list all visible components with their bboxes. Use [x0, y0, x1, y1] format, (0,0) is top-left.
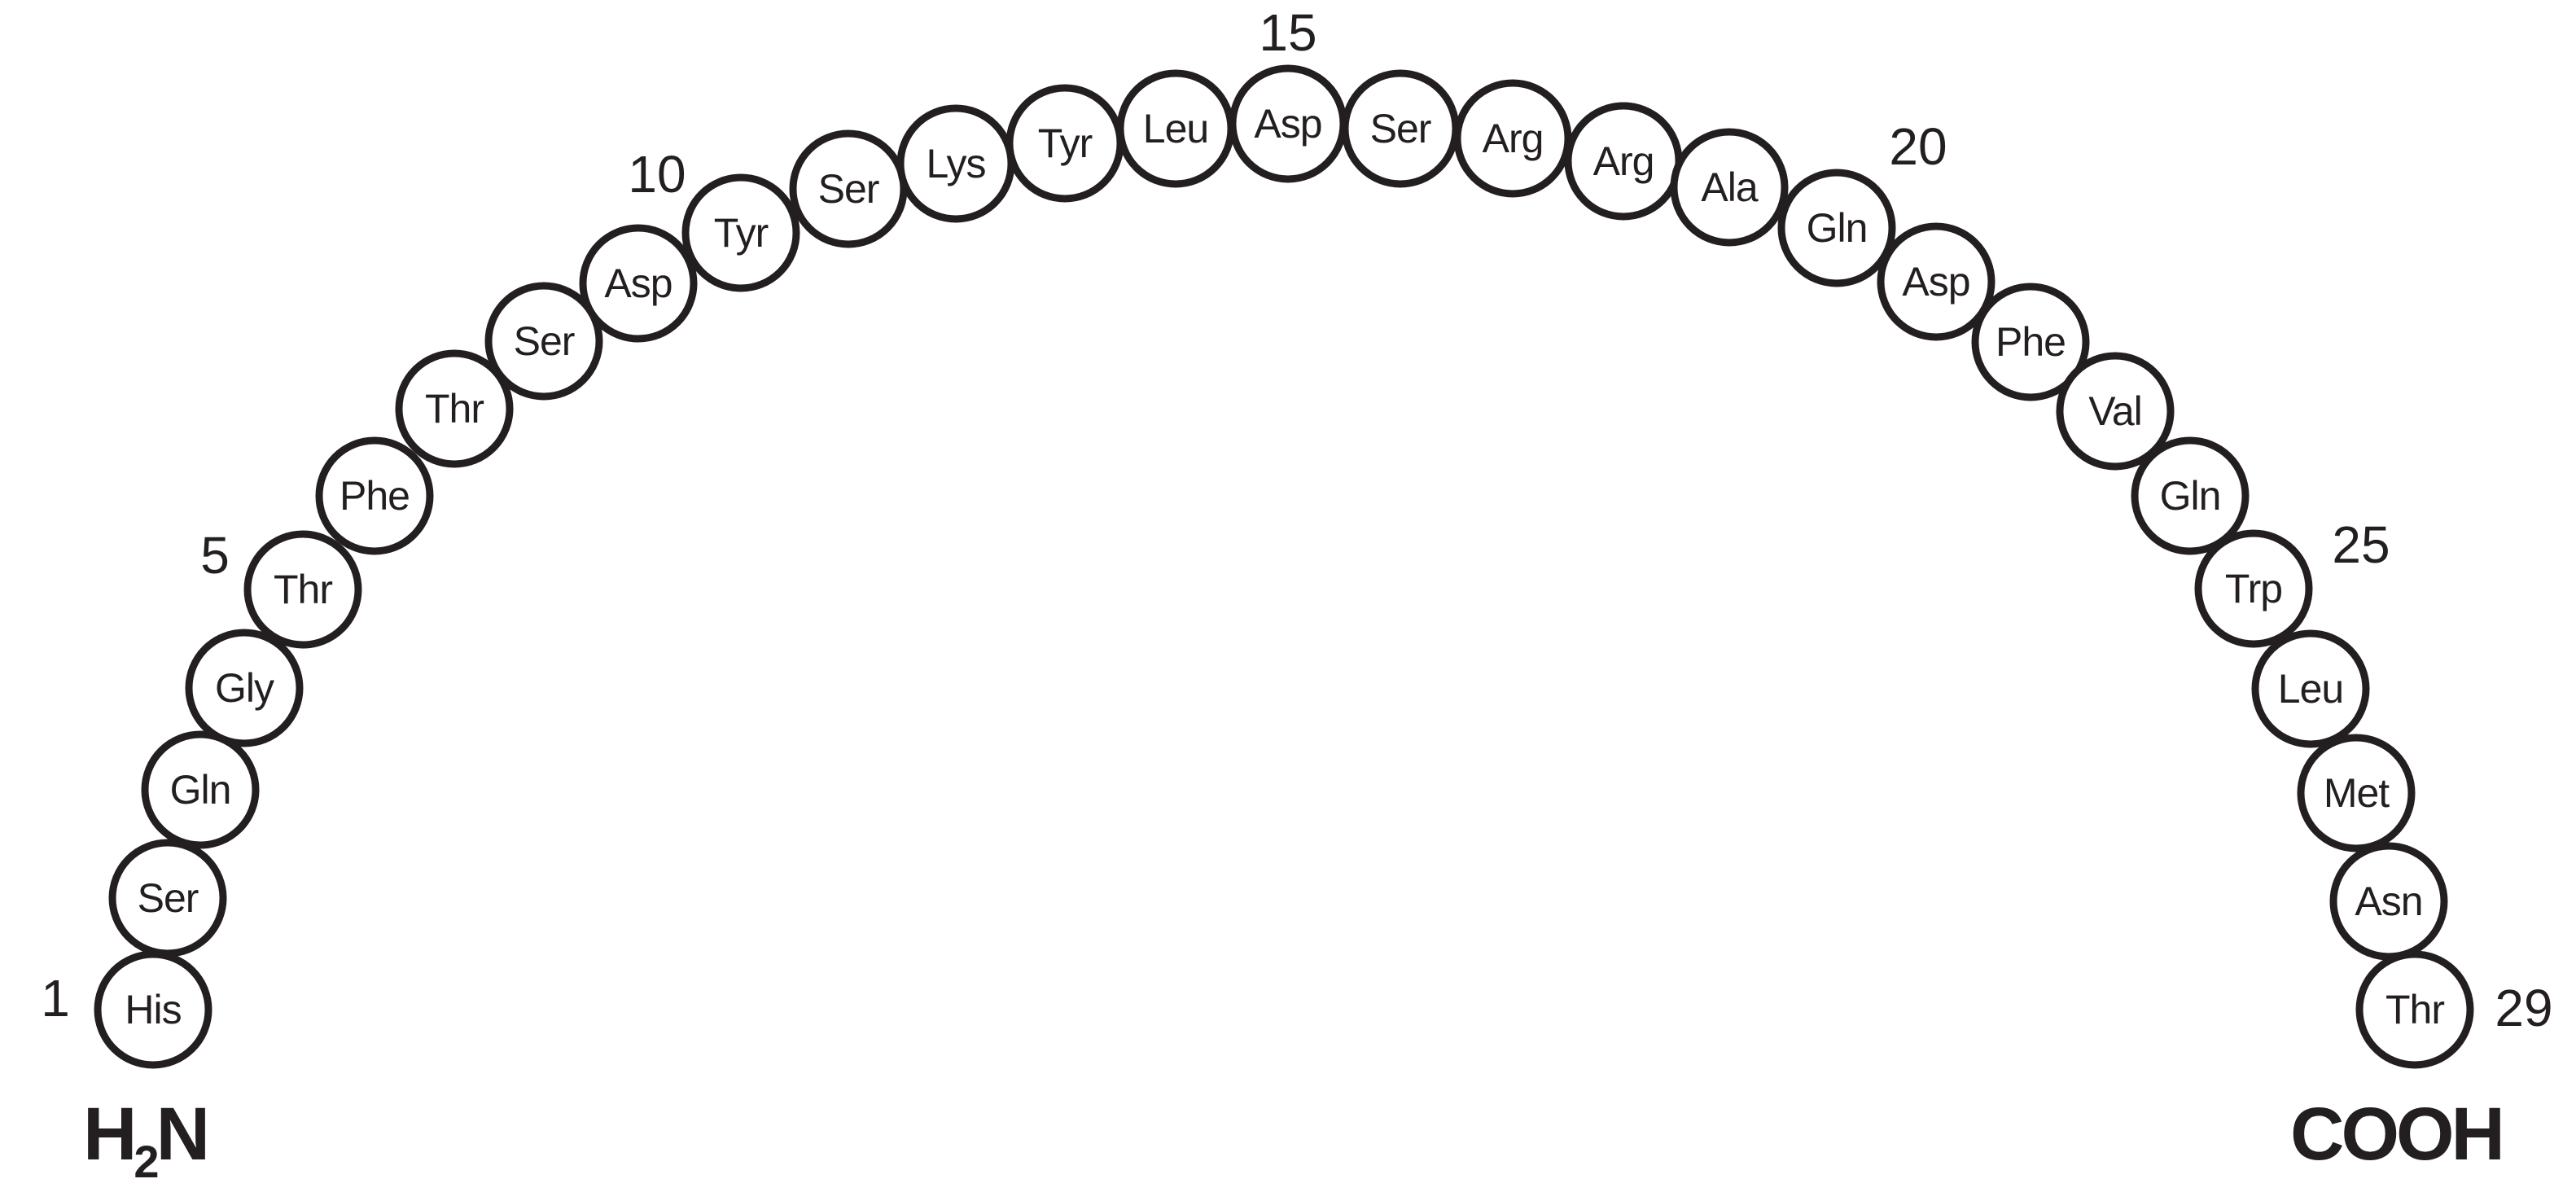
residue-10: Tyr — [681, 173, 800, 292]
residue-label: Met — [2324, 770, 2390, 816]
residue-26: Leu — [2251, 629, 2370, 748]
residue-label: Ser — [818, 166, 879, 212]
residue-label: Trp — [2225, 566, 2282, 611]
residue-19: Ala — [1670, 128, 1789, 247]
residue-27: Met — [2297, 734, 2416, 852]
residue-28: Asn — [2329, 842, 2448, 961]
residue-label: Tyr — [714, 210, 769, 256]
position-number-25: 25 — [2332, 515, 2390, 574]
residue-circle — [395, 349, 514, 468]
residue-22: Phe — [1971, 283, 2090, 401]
residue-11: Ser — [789, 129, 908, 248]
residue-23: Val — [2056, 352, 2175, 471]
n-terminus-suffix: N — [156, 1093, 207, 1176]
residue-circle — [1453, 79, 1572, 198]
residue-label: Ser — [1370, 106, 1431, 151]
residue-20: Gln — [1777, 169, 1896, 287]
residue-label: Ser — [138, 875, 199, 921]
position-number-15: 15 — [1259, 3, 1316, 62]
residue-7: Thr — [395, 349, 514, 468]
residue-2: Ser — [108, 839, 227, 958]
residue-label: Ala — [1701, 164, 1758, 210]
residue-25: Trp — [2194, 529, 2313, 648]
residue-circle — [2194, 529, 2313, 648]
residue-circle — [2355, 950, 2474, 1069]
residue-label: Ser — [514, 318, 575, 364]
residue-label: Gln — [2160, 473, 2221, 519]
residue-label: Arg — [1483, 116, 1544, 161]
residue-label: Tyr — [1038, 121, 1093, 166]
c-terminus-label: COOH — [2290, 1093, 2502, 1176]
residue-24: Gln — [2131, 436, 2250, 555]
residue-label: Asn — [2355, 879, 2422, 924]
residue-label: Leu — [1143, 106, 1208, 151]
residue-16: Ser — [1341, 69, 1460, 188]
residue-circle — [243, 530, 362, 649]
residue-label: Thr — [274, 567, 332, 612]
position-number-5: 5 — [200, 526, 230, 585]
residue-3: Gln — [141, 730, 260, 849]
residue-17: Arg — [1453, 79, 1572, 198]
residue-4: Gly — [185, 629, 304, 747]
residue-29: Thr — [2355, 950, 2474, 1069]
residue-1: His — [94, 950, 212, 1069]
residue-circle — [141, 730, 260, 849]
residue-label: Lys — [927, 141, 986, 186]
residue-circle — [315, 436, 434, 555]
residue-label: Gln — [1807, 205, 1868, 251]
residue-circle — [2131, 436, 2250, 555]
residue-circle — [2251, 629, 2370, 748]
n-terminus-main: H — [83, 1093, 134, 1176]
residue-circle — [1777, 169, 1896, 287]
residue-label: His — [125, 987, 181, 1032]
residue-circle — [2056, 352, 2175, 471]
residue-14: Leu — [1116, 69, 1235, 188]
residue-circle — [681, 173, 800, 292]
residue-label: Leu — [2278, 666, 2343, 712]
residue-6: Phe — [315, 436, 434, 555]
residue-label: Phe — [340, 473, 410, 519]
residue-label: Thr — [425, 386, 484, 432]
n-terminus-label: H2N — [83, 1093, 207, 1187]
residue-5: Thr — [243, 530, 362, 649]
residue-circle — [579, 224, 698, 343]
position-number-20: 20 — [1889, 117, 1947, 176]
residue-circle — [108, 839, 227, 958]
residue-8: Ser — [484, 282, 603, 401]
n-terminus-subscript: 2 — [134, 1136, 157, 1187]
residue-21: Asp — [1877, 222, 1996, 341]
residue-circle — [185, 629, 304, 747]
residue-label: Phe — [1996, 319, 2066, 365]
residue-label: Asp — [1902, 259, 1969, 305]
residue-label: Thr — [2385, 987, 2444, 1032]
residue-13: Tyr — [1005, 84, 1124, 203]
residue-circle — [2297, 734, 2416, 852]
residue-label: Arg — [1593, 138, 1654, 184]
residue-label: Gln — [170, 767, 231, 813]
residue-15: Asp — [1229, 64, 1347, 183]
residue-label: Asp — [1254, 101, 1321, 147]
position-number-1: 1 — [41, 969, 70, 1028]
position-number-29: 29 — [2495, 979, 2552, 1037]
position-number-10: 10 — [628, 145, 686, 204]
residue-18: Arg — [1564, 102, 1683, 221]
residue-9: Asp — [579, 224, 698, 343]
residue-circle — [1670, 128, 1789, 247]
residue-circle — [1877, 222, 1996, 341]
residue-label: Asp — [604, 261, 672, 306]
residue-12: Lys — [896, 104, 1015, 223]
residue-label: Val — [2088, 388, 2142, 434]
residue-label: Gly — [215, 665, 274, 711]
residue-circle — [484, 282, 603, 401]
residue-circle — [1971, 283, 2090, 401]
